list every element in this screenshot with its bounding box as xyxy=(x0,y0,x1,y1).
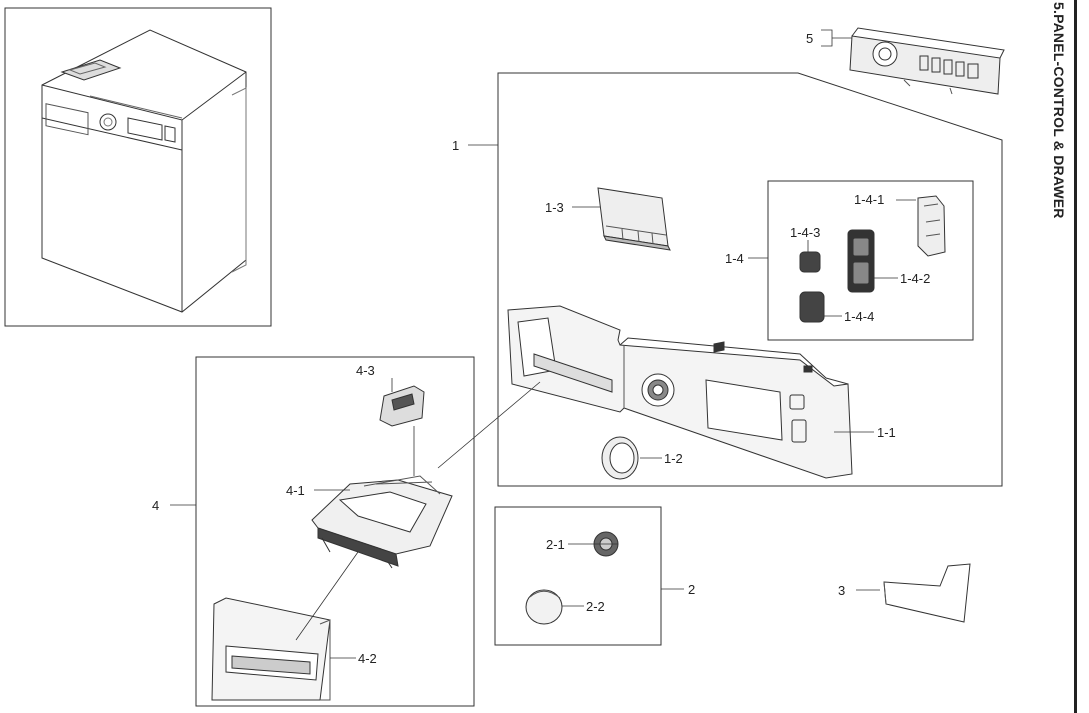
label-4-3: 4-3 xyxy=(356,363,375,378)
label-1: 1 xyxy=(452,138,459,153)
assembly-2-frame xyxy=(494,506,662,646)
title-rule xyxy=(1074,0,1077,713)
washer-overview-frame xyxy=(4,7,272,327)
label-2-1: 2-1 xyxy=(546,537,565,552)
assembly-4-frame xyxy=(195,356,475,707)
label-1-4-2: 1-4-2 xyxy=(900,271,930,286)
drawer-insert-part xyxy=(379,385,425,427)
label-4: 4 xyxy=(152,498,159,513)
washer-illustration xyxy=(41,29,247,313)
label-1-2: 1-2 xyxy=(664,451,683,466)
label-1-1: 1-1 xyxy=(877,425,896,440)
label-3: 3 xyxy=(838,583,845,598)
button-large-part xyxy=(799,291,825,323)
assembly-1-4-frame xyxy=(767,180,974,341)
leader-lines xyxy=(170,29,916,659)
button-pair-part xyxy=(847,229,875,293)
page-title: 5.PANEL-CONTROL & DRAWER xyxy=(1051,2,1067,219)
label-4-1: 4-1 xyxy=(286,483,305,498)
display-window-part xyxy=(597,187,671,251)
label-1-4: 1-4 xyxy=(725,251,744,266)
bracket-part xyxy=(883,563,971,623)
control-panel-part xyxy=(507,305,853,479)
knob-cap-part xyxy=(525,589,563,625)
label-5: 5 xyxy=(806,31,813,46)
drawer-part xyxy=(311,475,453,569)
button-small-part xyxy=(799,251,821,273)
knob-ring-part xyxy=(601,436,639,480)
label-1-3: 1-3 xyxy=(545,200,564,215)
label-1-4-1: 1-4-1 xyxy=(854,192,884,207)
label-2: 2 xyxy=(688,582,695,597)
pcb-module-part xyxy=(849,27,1005,95)
label-1-4-3: 1-4-3 xyxy=(790,225,820,240)
label-1-4-4: 1-4-4 xyxy=(844,309,874,324)
button-holder-part xyxy=(917,195,946,257)
label-2-2: 2-2 xyxy=(586,599,605,614)
label-4-2: 4-2 xyxy=(358,651,377,666)
drawer-handle-part xyxy=(211,597,331,701)
